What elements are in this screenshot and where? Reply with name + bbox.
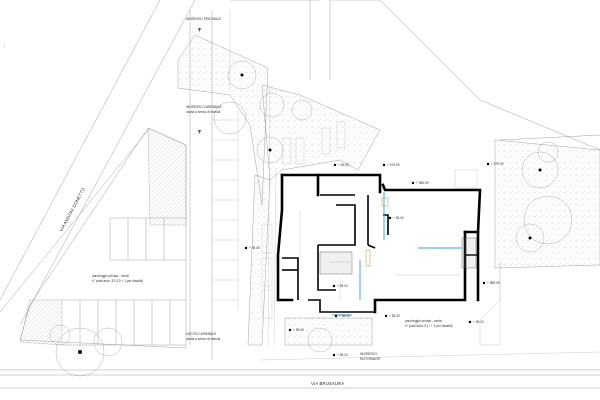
uscita-carrabile-label: USCITA CARRABILE (186, 332, 216, 336)
ingresso-carrabile-sub: uscita a senso di marcia (186, 110, 220, 114)
ingresso-ristorante-sub: RISTORANTE (360, 357, 381, 361)
parking-labels: parcheggio privato - verde n° posti auto… (92, 274, 453, 328)
ingresso-pedonale-label: INGRESSO PEDONALE (186, 17, 221, 21)
level-label: + 55.05 (293, 328, 304, 332)
level-label: + 585.09 (416, 181, 429, 185)
parcheggio-right-line1: parcheggio privato - verde (405, 319, 442, 323)
tree-trunk (240, 73, 244, 77)
parcheggio-left-line2: n° posti auto: 32 (13 + 1 per disabili) (92, 279, 143, 283)
level-label: + 55.05 (338, 163, 349, 167)
arrow-down-icon (198, 28, 201, 32)
entrance-labels: INGRESSO PEDONALE INGRESSO CARRABILE usc… (186, 17, 381, 361)
street-name-bottom: VIA BRUSAURA (311, 381, 344, 386)
ingresso-ristorante-label: INGRESSO (360, 352, 377, 356)
trees (49, 60, 573, 377)
level-label: + 585.09 (487, 281, 500, 285)
level-markers: + 55.05 + 575.09 + 575.09 + 585.09 + 55.… (244, 162, 504, 357)
level-label: + 575.09 (387, 163, 400, 167)
building (276, 173, 482, 316)
parcheggio-left-line1: parcheggio privato - verde (92, 274, 129, 278)
green-areas (177, 34, 600, 346)
level-label: + 55.00 (249, 246, 260, 250)
north-mark: › (4, 44, 5, 48)
level-label: + 55.10 (473, 320, 484, 324)
site-boundaries (0, 0, 600, 389)
ingresso-carrabile-label: INGRESSO CARRABILE (186, 105, 222, 109)
level-label: + 55.06 (393, 216, 404, 220)
level-label: + 55.00 (337, 284, 348, 288)
left-parking-area (19, 110, 239, 349)
parcheggio-right-line2: n° posti auto: 8 (7 + 1 per disabili) (405, 324, 453, 328)
uscita-carrabile-sub: uscita a senso di marcia (186, 337, 220, 341)
level-label: + 55.20 (337, 353, 348, 357)
level-label: + 55.00 (339, 314, 350, 318)
level-label: + 55.30 (389, 314, 400, 318)
arrow-down-icon (198, 130, 201, 134)
site-hardscape (261, 84, 501, 346)
level-label: + 575.09 (491, 162, 504, 166)
